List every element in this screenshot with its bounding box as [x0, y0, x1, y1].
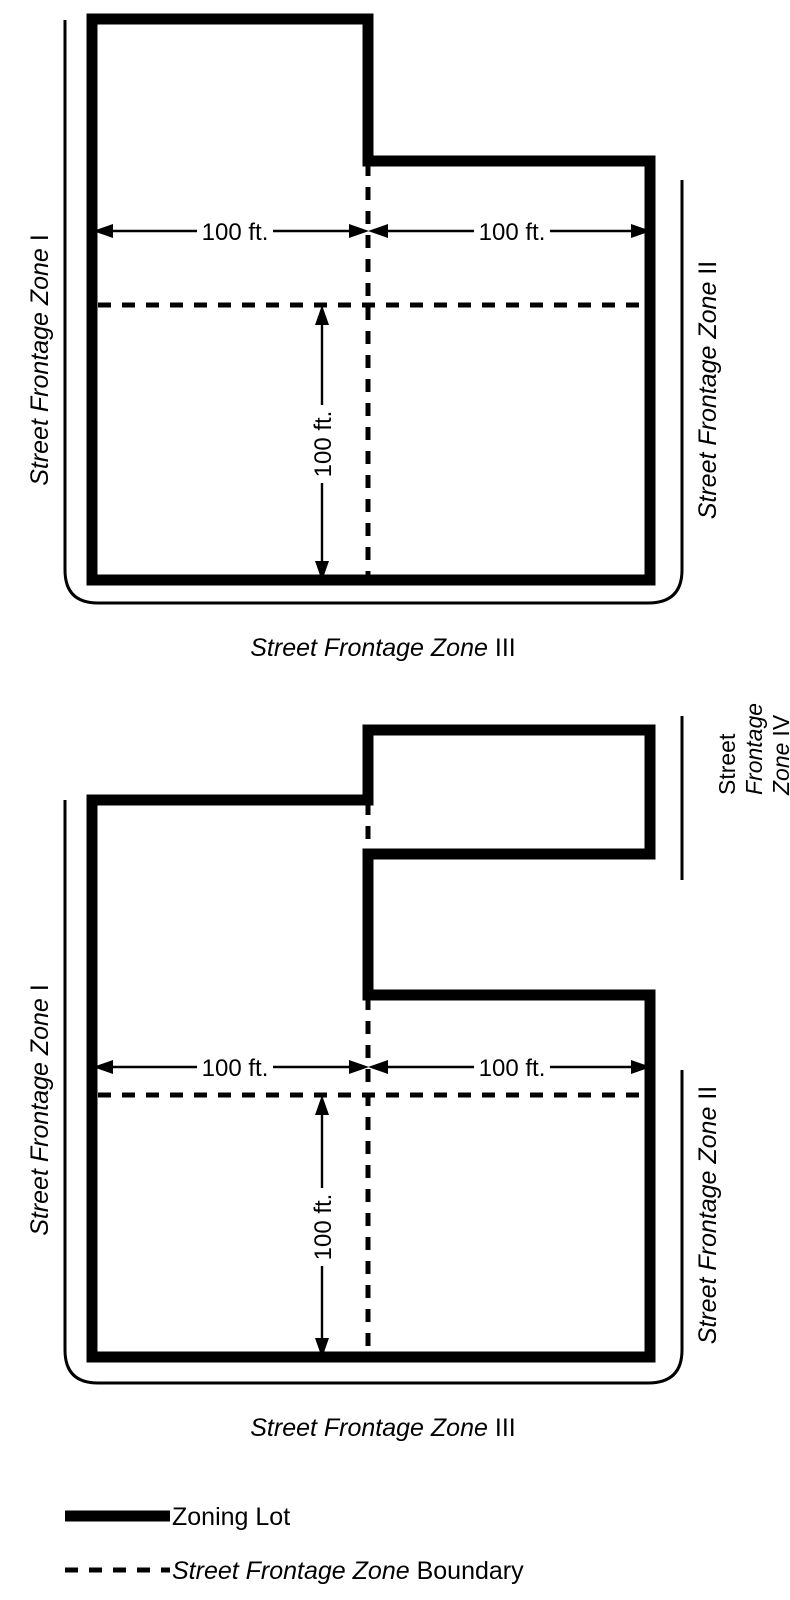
zoning-lot-outline-top: [86, 13, 656, 586]
label-zone-III-bottom: Street Frontage Zone III: [250, 1414, 515, 1442]
svg-text:Street Frontage ZoneII: Street Frontage Zone II: [694, 1086, 722, 1345]
label-zone-II-italic-top: Street Frontage Zone: [694, 282, 722, 520]
legend: Zoning Lot Street Frontage Zone Boundary: [65, 1503, 524, 1585]
legend-label-roman: Boundary: [410, 1557, 524, 1585]
label-zone-II-top: Street Frontage Zone II: [694, 261, 722, 520]
label-zone-II-roman-bottom: II: [694, 1086, 722, 1100]
label-zone-I-roman-top: I: [26, 234, 54, 241]
dimension-left-label-bottom: 100 ft.: [202, 1055, 269, 1082]
legend-label-zoning-lot: Zoning Lot: [172, 1503, 290, 1531]
label-zone-II-roman-top: II: [694, 261, 722, 275]
street-line-zone-III: [98, 180, 684, 605]
legend-label-zone-boundary: Street Frontage Zone Boundary: [172, 1557, 524, 1585]
street-line-zone-I: [63, 20, 320, 605]
label-zone-IV-bottom: Street Frontage Zone IV: [714, 703, 790, 796]
label-zone-I-bottom: Street Frontage Zone I: [26, 984, 54, 1236]
dimension-vertical-bottom: 100 ft.: [308, 1095, 337, 1358]
dimension-vertical-label-bottom: 100 ft.: [310, 1194, 337, 1261]
label-zone-IV-line2: Frontage: [741, 703, 767, 795]
dimension-left-horizontal-bottom: 100 ft.: [93, 1053, 369, 1082]
dimension-vertical-label-top: 100 ft.: [310, 411, 337, 478]
label-zone-I-roman-bottom: I: [26, 984, 54, 991]
diagram-top: 100 ft. 100 ft. 100 ft. Street Frontage …: [26, 13, 722, 662]
legend-label-italic: Street Frontage Zone: [172, 1557, 410, 1585]
legend-item-zone-boundary: Street Frontage Zone Boundary: [65, 1557, 524, 1585]
svg-text:Street Frontage ZoneI: Street Frontage Zone I: [26, 234, 54, 486]
dimension-left-label-top: 100 ft.: [202, 219, 269, 246]
label-zone-II-italic-bottom: Street Frontage Zone: [694, 1107, 722, 1345]
dimension-right-horizontal-bottom: 100 ft.: [368, 1053, 651, 1082]
label-zone-IV-italic: Zone: [768, 743, 790, 796]
label-zone-III-italic-top: Street Frontage Zone: [250, 634, 488, 662]
label-zone-IV-line1: Street: [714, 733, 740, 795]
svg-text:ZoneIV: Zone IV: [768, 714, 790, 796]
diagram-bottom: 100 ft. 100 ft. 100 ft. Street Frontage …: [26, 703, 790, 1442]
dimension-right-label-bottom: 100 ft.: [479, 1055, 546, 1082]
legend-item-zoning-lot: Zoning Lot: [65, 1503, 290, 1531]
label-zone-III-top: Street Frontage Zone III: [250, 634, 515, 662]
dimension-left-horizontal-top: 100 ft.: [93, 217, 369, 246]
label-zone-II-bottom: Street Frontage Zone II: [694, 1086, 722, 1345]
label-zone-I-italic-bottom: Street Frontage Zone: [26, 998, 54, 1236]
svg-text:Street Frontage ZoneI: Street Frontage Zone I: [26, 984, 54, 1236]
dimension-right-label-top: 100 ft.: [479, 219, 546, 246]
street-line-zone-III-bottom: [98, 1190, 684, 1385]
label-zone-III-roman-bottom: III: [495, 1414, 516, 1442]
dimension-vertical-top: 100 ft.: [308, 305, 337, 581]
zoning-lot-outline-bottom: [86, 724, 656, 1363]
label-zone-IV-roman: IV: [768, 714, 790, 736]
svg-text:Street Frontage ZoneII: Street Frontage Zone II: [694, 261, 722, 520]
label-zone-III-roman-top: III: [495, 634, 516, 662]
dimension-right-horizontal-top: 100 ft.: [368, 217, 651, 246]
street-line-zone-I-bottom: [63, 800, 320, 1385]
label-zone-III-italic-bottom: Street Frontage Zone: [250, 1414, 488, 1442]
label-zone-I-top: Street Frontage Zone I: [26, 234, 54, 486]
label-zone-I-italic-top: Street Frontage Zone: [26, 248, 54, 486]
